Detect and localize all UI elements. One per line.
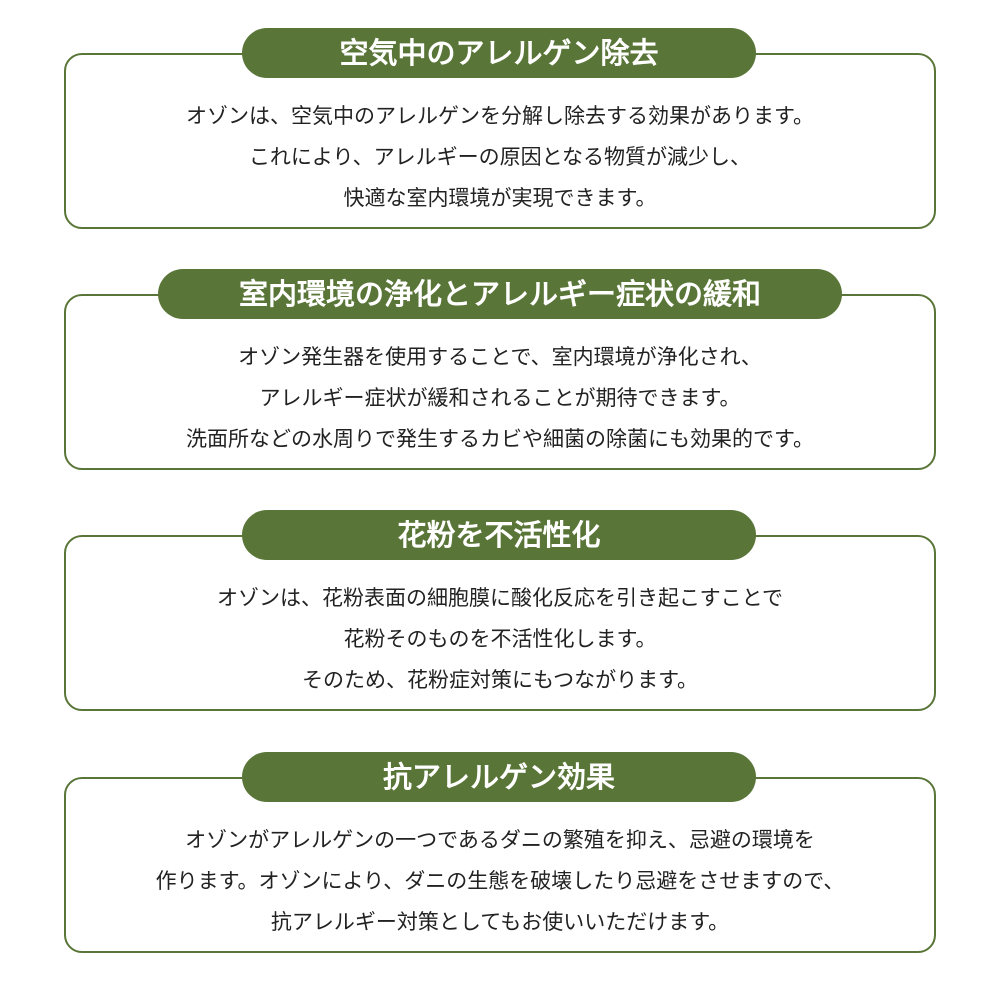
body-line: そのため、花粉症対策にもつながります。 (301, 668, 699, 692)
body-line: 作ります。オゾンにより、ダニの生態を破壊したり忌避をさせますので、 (155, 869, 845, 893)
section-box (64, 777, 936, 953)
body-line: オゾンは、空気中のアレルゲンを分解し除去する効果があります。 (186, 104, 814, 128)
section-body: オゾンは、花粉表面の細胞膜に酸化反応を引き起こすことで 花粉そのものを不活性化し… (64, 578, 936, 701)
section-title: 室内環境の浄化とアレルギー症状の緩和 (158, 269, 842, 319)
body-line: アレルギー症状が緩和されることが期待できます。 (259, 386, 741, 410)
body-line: オゾンは、花粉表面の細胞膜に酸化反応を引き起こすことで (217, 586, 783, 610)
section-body: オゾン発生器を使用することで、室内環境が浄化され、 アレルギー症状が緩和されるこ… (64, 337, 936, 460)
body-line: 快適な室内環境が実現できます。 (343, 186, 657, 210)
section-box (64, 294, 936, 470)
body-line: 花粉そのものを不活性化します。 (343, 627, 657, 651)
section-box (64, 53, 936, 229)
section-title: 花粉を不活性化 (242, 510, 756, 560)
body-line: オゾン発生器を使用することで、室内環境が浄化され、 (238, 345, 762, 369)
body-line: 洗面所などの水周りで発生するカビや細菌の除菌にも効果的です。 (186, 427, 814, 451)
body-line: オゾンがアレルゲンの一つであるダニの繁殖を抑え、忌避の環境を (185, 828, 815, 852)
section-title: 空気中のアレルゲン除去 (242, 28, 756, 78)
section-box (64, 535, 936, 711)
body-line: 抗アレルギー対策としてもお使いいただけます。 (270, 910, 730, 934)
section-body: オゾンは、空気中のアレルゲンを分解し除去する効果があります。 これにより、アレル… (64, 96, 936, 219)
section-title: 抗アレルゲン効果 (242, 752, 756, 802)
body-line: これにより、アレルギーの原因となる物質が減少し、 (248, 145, 752, 169)
section-body: オゾンがアレルゲンの一つであるダニの繁殖を抑え、忌避の環境を 作ります。オゾンに… (64, 820, 936, 943)
